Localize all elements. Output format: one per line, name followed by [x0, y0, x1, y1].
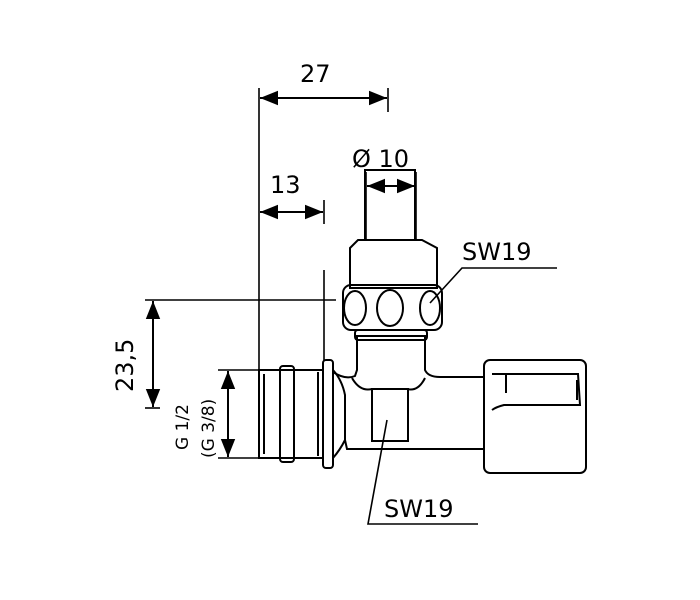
right-nut	[483, 359, 587, 474]
top-nut	[342, 169, 443, 341]
dim-diameter-label: Ø 10	[352, 145, 409, 173]
dim-27-label: 27	[300, 60, 331, 88]
top-callout-leader	[429, 267, 557, 304]
thread-primary-label: G 1/2	[173, 404, 193, 450]
bottom-stub	[371, 388, 409, 442]
thread-inlet	[258, 359, 334, 469]
dim-23-5-label: 23,5	[111, 339, 139, 392]
thread-alt-label: (G 3/8)	[199, 399, 219, 458]
bottom-callout-leader	[367, 419, 478, 525]
valve-body	[332, 335, 484, 459]
dim-13-label: 13	[270, 171, 301, 199]
top-callout-label: SW19	[462, 238, 532, 266]
bottom-callout-label: SW19	[384, 495, 454, 523]
